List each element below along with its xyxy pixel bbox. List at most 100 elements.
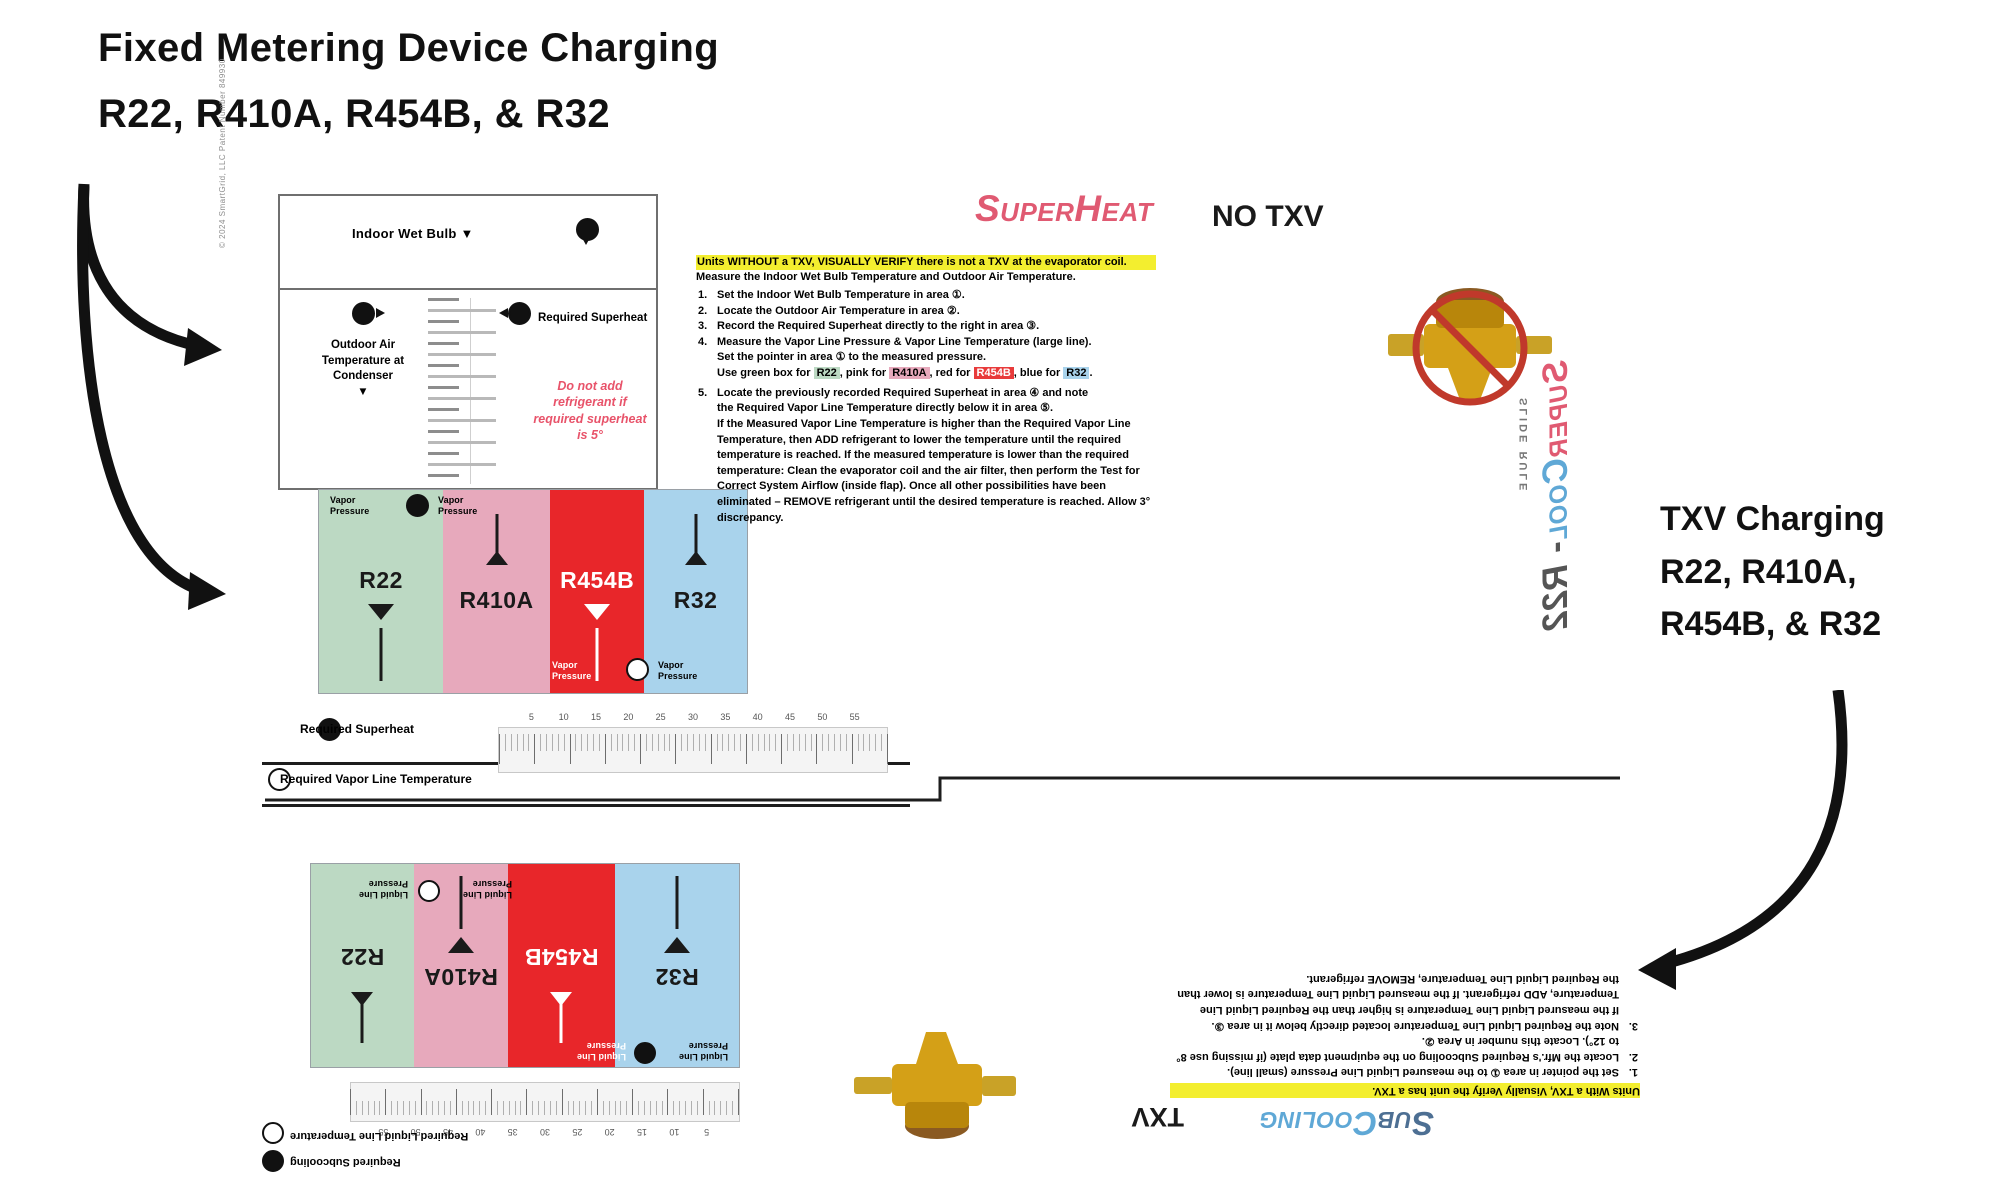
ladder-rung [428,309,496,312]
ruler-tick [408,1100,410,1115]
ruler-tick [628,734,630,751]
step-3: 3. Record the Required Superheat directly… [696,319,1156,335]
ruler-tick [690,1100,692,1115]
indoor-wet-bulb-label: Indoor Wet Bulb ▼ [352,226,474,241]
ladder-rung [428,474,460,477]
subcool-warning-highlight: Units With a TXV, Visually Verify the un… [1170,1083,1640,1098]
ruler-tick [822,734,824,751]
ruler-tick [485,1100,487,1115]
txv-title-line1: TXV Charging [1660,500,1885,538]
ladder-rung [428,364,460,367]
marker-three-scale[interactable] [318,718,341,741]
ruler-tick [640,734,642,764]
step-2: 2.Locate the Outdoor Air Temperature in … [696,304,1156,320]
step-3-text: Record the Required Superheat directly t… [717,320,1024,333]
refrigerant-name-r32: R32 [655,963,699,990]
marker-four-vapor-right[interactable] [626,658,649,681]
ruler-tick [538,1100,540,1115]
required-subcooling-label: Required Subcooling [290,1156,401,1168]
superheat-instructions: Units WITHOUT a TXV, VISUALLY VERIFY the… [696,255,1156,526]
ruler-tick [881,734,883,751]
ruler-number: 5 [704,1127,710,1137]
ruler-tick [769,734,771,751]
liquid-pressure-label-d: Liquid Line Pressure [358,879,408,900]
ruler-tick [649,1100,651,1115]
ruler-tick [863,734,865,751]
ruler-number: 45 [784,712,796,722]
supercool-part-b: Cool [1536,457,1575,542]
ladder-rung [428,397,496,400]
ruler-tick [810,734,812,751]
sc-marker-two[interactable] [262,1150,284,1172]
liquid-pressure-label-c: Liquid Line Pressure [462,879,512,900]
refrigerant-name-r32: R32 [673,587,718,614]
ruler-tick [546,734,548,751]
ruler-tick [673,1100,675,1115]
marker-four-vapor-left[interactable] [406,494,429,517]
ruler-number: 55 [849,712,860,722]
ruler-tick [698,734,700,751]
superheat-paragraph: If the Measured Vapor Line Temperature i… [717,417,1151,524]
liquid-pressure-label-a: Liquid Line Pressure [678,1041,728,1062]
superheat-subline: Measure the Indoor Wet Bulb Temperature … [696,270,1076,283]
ruler-tick [367,1100,369,1115]
sc-marker-one-a[interactable] [634,1042,656,1064]
ruler-tick [534,734,536,764]
ruler-tick [763,734,765,751]
pointer-stem [595,628,599,681]
ruler-tick [385,1089,387,1115]
marker-five-scale[interactable] [268,768,291,791]
txv-valve-icon [854,1032,1016,1139]
marker-two-outdoor[interactable] [352,302,375,325]
sc-marker-three[interactable] [262,1122,284,1144]
ruler-tick [579,1100,581,1115]
ruler-tick [540,734,542,751]
ladder-rung [428,430,460,433]
ruler-tick [622,734,624,751]
step-5-marker-2: ⑤ [1040,402,1051,415]
ruler-tick [669,734,671,751]
ruler-number: 20 [623,712,634,722]
pointer-triangle-up [550,992,573,1007]
ruler-tick [798,734,800,751]
ruler-tick [355,1100,357,1115]
copyright-text: © 2024 SmartGrid, LLC Patent Number 8499… [218,58,227,248]
ruler-tick [655,1100,657,1115]
refrigerant-column-r410a: R410A [443,490,551,693]
ruler-tick [508,1100,510,1115]
ruler-tick [679,1100,681,1115]
slide-rule-vertical-label: SLIDE RULE [1518,398,1530,494]
step-1-marker: ① [951,289,962,302]
ruler-tick [596,1089,598,1115]
subcooling-wordmark: SubCooling [1259,1104,1434,1142]
marker-three-superheat[interactable] [508,302,531,325]
ruler-tick [444,1100,446,1115]
ruler-tick [722,734,724,751]
ladder-vline [470,298,471,484]
refrigerant-column-r454b: R454B [507,864,615,1067]
ruler-tick [610,734,612,751]
ladder-rung [428,452,460,455]
ruler-tick [667,1089,669,1115]
ruler-tick [557,734,559,751]
ruler-tick [804,734,806,751]
marker-two-pin [376,308,390,318]
ruler-tick [504,734,506,751]
sc-marker-one-b[interactable] [418,880,440,902]
ruler-tick [361,1100,363,1115]
superheat-lookup-card: Indoor Wet Bulb ▼ Outdoor Air Temperatur… [278,194,658,490]
ruler-tick [792,734,794,751]
ruler-tick [728,734,730,751]
ruler-tick [528,734,530,751]
ruler-tick [461,1100,463,1115]
ruler-tick [732,1100,734,1115]
pointer-triangle-down [447,937,474,954]
step-3-number: 3. [698,320,708,333]
ruler-tick [626,1100,628,1115]
ruler-tick [591,1100,593,1115]
ruler-number: 35 [507,1127,518,1137]
